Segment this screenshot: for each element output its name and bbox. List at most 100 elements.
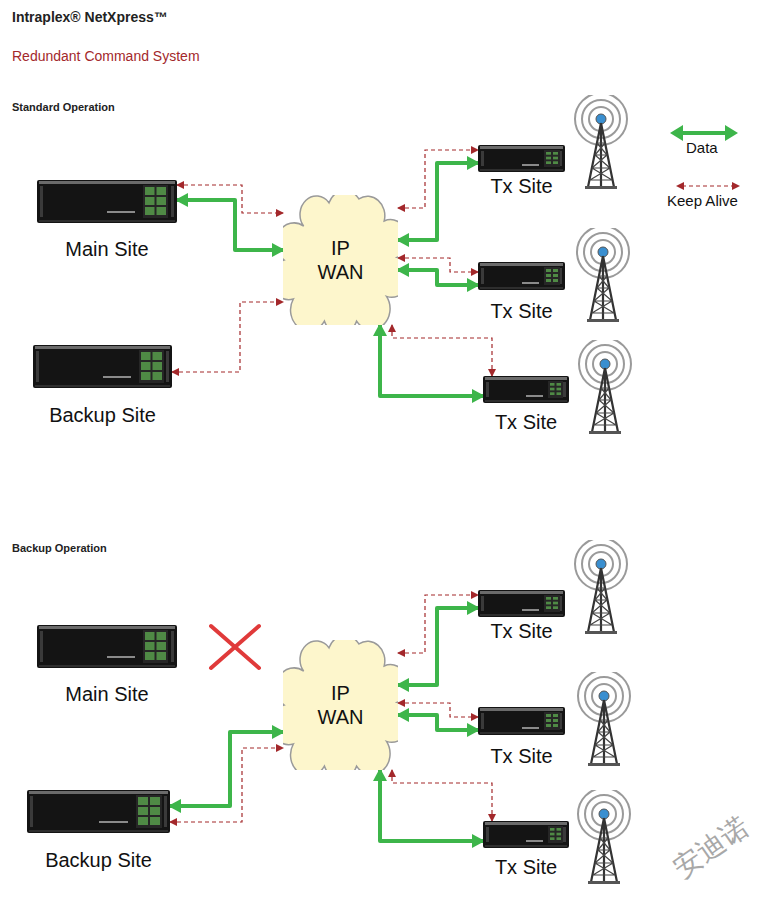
keep-alive-link: [398, 258, 478, 272]
keep-alive-link: [177, 185, 283, 213]
radio-tower: [579, 338, 631, 434]
watermark: 安迪诺: [666, 808, 757, 887]
rack-part: [485, 822, 567, 825]
keep-alive-link: [392, 325, 492, 376]
rack-part: [143, 630, 168, 663]
rack-part: [553, 602, 558, 605]
keep-alive-link: [398, 150, 478, 208]
site-label: Backup Site: [33, 404, 172, 426]
rack-part: [557, 392, 562, 395]
rack-part: [553, 724, 558, 727]
rack-part: [526, 840, 543, 842]
rack-part: [480, 614, 563, 616]
rack-part: [522, 164, 539, 166]
site-unit: Backup Site: [27, 790, 170, 871]
rack-part: [39, 665, 175, 667]
data-link: [398, 270, 478, 285]
data-link: [177, 200, 283, 250]
rack-part: [546, 714, 551, 717]
site-label: Main Site: [37, 683, 177, 705]
rack-part: [27, 790, 170, 833]
rack-part: [553, 152, 558, 155]
rack-part: [557, 383, 562, 386]
rack-part: [481, 713, 484, 729]
rack-part: [35, 385, 170, 387]
rack-part: [550, 833, 555, 836]
rack-part: [546, 602, 551, 605]
data-link: [380, 770, 483, 841]
failure-cross: [211, 626, 259, 668]
site-label: Tx Site: [478, 300, 565, 322]
rack-part: [546, 279, 551, 282]
keep-alive-link: [172, 302, 283, 372]
data-link: [380, 325, 483, 396]
site-label: Tx Site: [483, 856, 569, 878]
rack-part: [141, 352, 151, 360]
rack-part: [136, 795, 162, 828]
radio-tower: [578, 670, 630, 766]
rack-part: [548, 381, 563, 398]
rack-part: [157, 632, 167, 640]
rack-unit: [37, 180, 177, 223]
rack-part: [480, 146, 563, 149]
legend-samples: [670, 125, 740, 190]
rack-part: [145, 652, 155, 660]
rack-unit: [33, 345, 172, 388]
cloud-label: IP WAN: [318, 236, 364, 284]
legend-text: Keep Alive: [667, 192, 738, 209]
rack-part: [553, 606, 558, 609]
rack-part: [157, 642, 167, 650]
rack-part: [478, 707, 565, 735]
rack-part: [486, 382, 489, 397]
radio-tower: [578, 788, 630, 884]
rack-part: [563, 382, 566, 397]
rack-unit: [478, 262, 565, 290]
cloud-outline: [283, 195, 398, 325]
rack-part: [99, 821, 128, 823]
rack-part: [480, 591, 563, 594]
site-label: Tx Site: [483, 411, 569, 433]
rack-unit: [483, 821, 569, 848]
rack-part: [557, 837, 562, 840]
rack-unit: [478, 145, 565, 172]
data-link: [170, 732, 283, 806]
rack-part: [138, 817, 148, 825]
rack-part: [39, 626, 175, 629]
rack-part: [157, 187, 167, 195]
rack-part: [553, 274, 558, 277]
rack-part: [522, 609, 539, 611]
rack-part: [157, 197, 167, 205]
rack-part: [546, 597, 551, 600]
site-unit: Tx Site: [478, 145, 565, 197]
rack-part: [546, 719, 551, 722]
rack-part: [546, 152, 551, 155]
rack-part: [526, 395, 543, 397]
site-unit: Tx Site: [478, 262, 565, 322]
rack-part: [39, 181, 175, 184]
site-label: Tx Site: [478, 620, 565, 642]
rack-part: [544, 712, 560, 730]
rack-part: [553, 597, 558, 600]
keep-alive-link: [398, 703, 478, 717]
legend-text: Data: [686, 139, 718, 156]
rack-part: [546, 157, 551, 160]
site-unit: Main Site: [37, 625, 177, 705]
data-link: [398, 715, 478, 730]
rack-part: [40, 631, 43, 662]
rack-unit: [478, 590, 565, 617]
rack-part: [553, 279, 558, 282]
rack-part: [481, 151, 484, 166]
rack-part: [550, 392, 555, 395]
keep-alive-sample: [682, 185, 734, 186]
site-unit: Tx Site: [478, 707, 565, 767]
rack-part: [478, 262, 565, 290]
rack-part: [37, 625, 177, 668]
rack-part: [481, 596, 484, 611]
rack-part: [138, 797, 148, 805]
site-label: Main Site: [37, 238, 177, 260]
rack-part: [544, 150, 560, 167]
rack-part: [563, 827, 566, 842]
cloud-shape: [283, 640, 398, 770]
site-unit: Backup Site: [33, 345, 172, 426]
rack-part: [557, 388, 562, 391]
